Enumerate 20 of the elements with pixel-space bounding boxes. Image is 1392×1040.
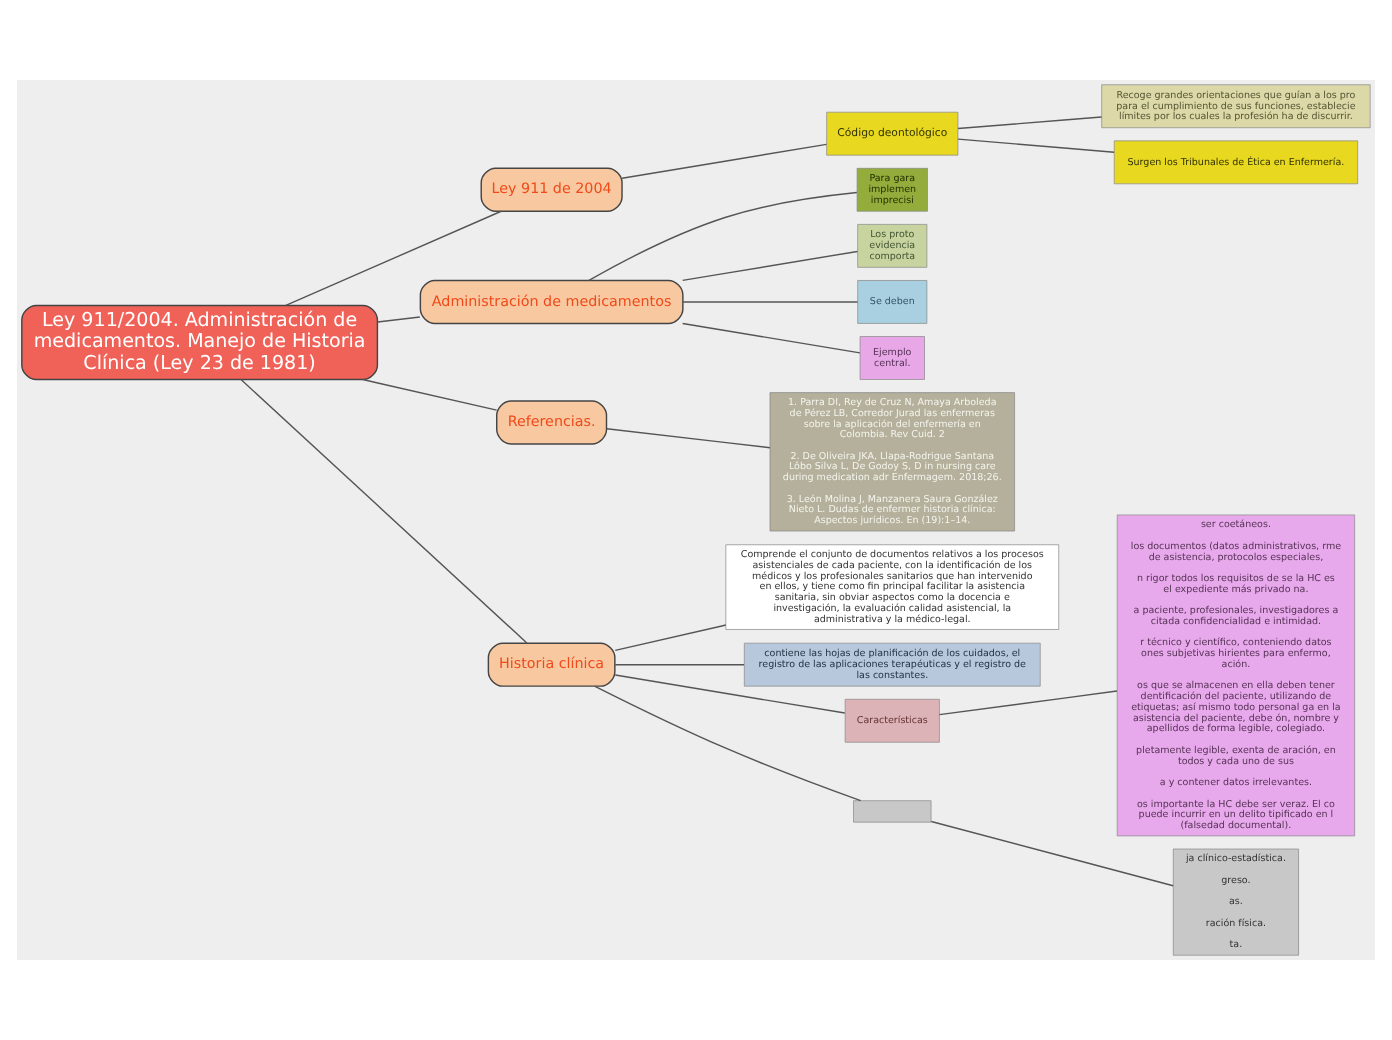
connector [957, 116, 1103, 130]
connector [681, 250, 859, 282]
node-box: Ley 911/2004. Administración de medicamentos. Manejo de Historia Clínica (Ley 23 de 1981) [21, 304, 379, 381]
connector [376, 316, 421, 323]
connector [614, 624, 727, 652]
connector [957, 138, 1115, 153]
connector [938, 690, 1118, 716]
connector [240, 379, 528, 644]
connector [621, 143, 828, 179]
connector [594, 685, 862, 802]
connector [614, 663, 745, 666]
connector [285, 210, 502, 307]
connector [930, 820, 1174, 887]
connector [682, 301, 859, 303]
connector [606, 428, 771, 449]
connector [588, 191, 858, 282]
connector [614, 674, 846, 714]
node-box [853, 800, 932, 823]
connector [681, 322, 861, 354]
connector [362, 378, 498, 411]
